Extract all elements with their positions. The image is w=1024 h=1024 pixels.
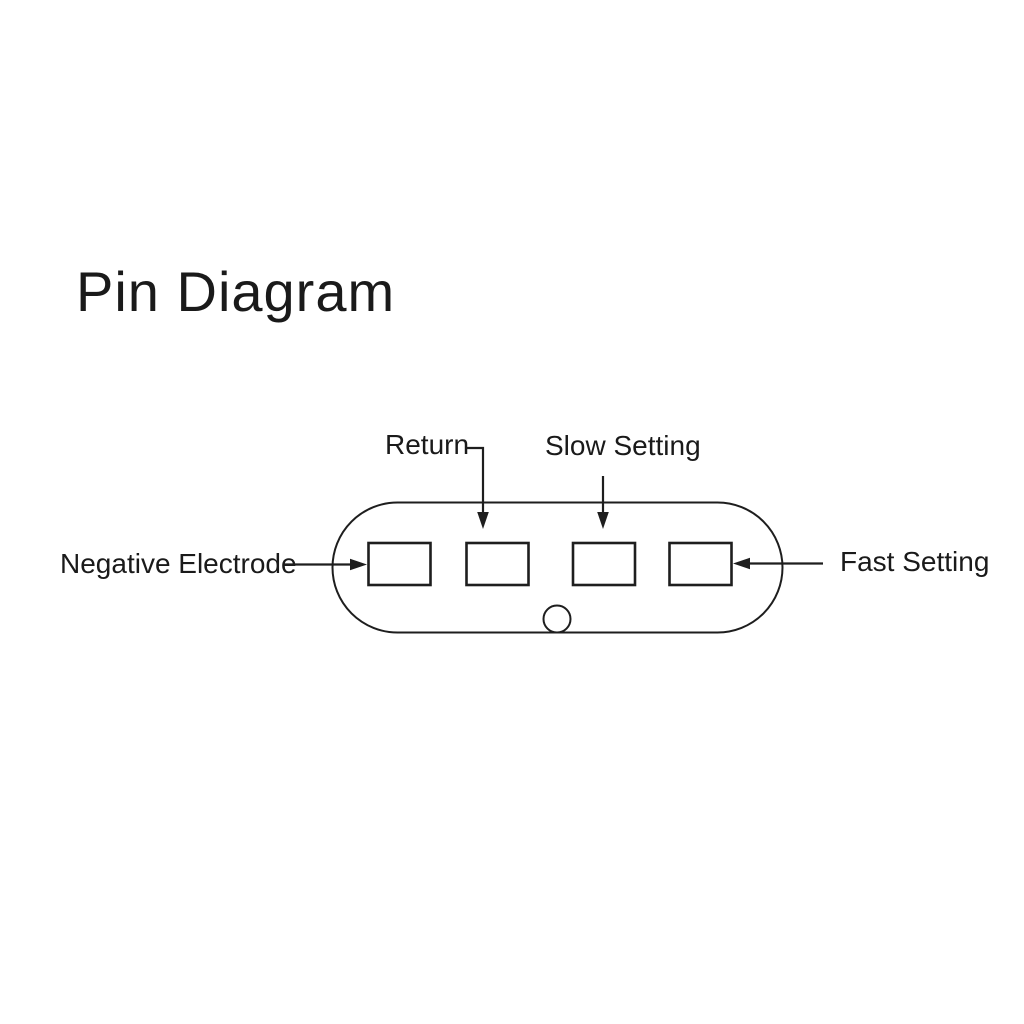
pin-box-fast-setting [668, 541, 733, 587]
page-title: Pin Diagram [76, 260, 396, 323]
negative-electrode-arrow [284, 558, 367, 571]
fast-setting-arrow [733, 557, 823, 570]
negative-electrode-arrowhead [350, 558, 367, 571]
slow-setting-arrowhead [597, 512, 609, 529]
pin-box-slow-setting [571, 541, 637, 587]
pin-label-slow-setting: Slow Setting [545, 430, 701, 461]
pin-box-return [465, 541, 530, 587]
fast-setting-arrowhead [733, 557, 750, 570]
pin-label-return: Return [385, 429, 470, 460]
pin-label-negative-electrode: Negative Electrode [60, 548, 297, 579]
return-arrow-line [466, 446, 485, 514]
pin-box-negative-electrode [367, 541, 432, 587]
return-arrowhead [477, 512, 489, 529]
pin-label-fast-setting: Fast Setting [840, 546, 990, 577]
slow-setting-arrow [597, 476, 609, 529]
connector-body-outline [331, 501, 784, 634]
keying-notch-circle [542, 604, 572, 634]
return-arrow [466, 446, 489, 529]
